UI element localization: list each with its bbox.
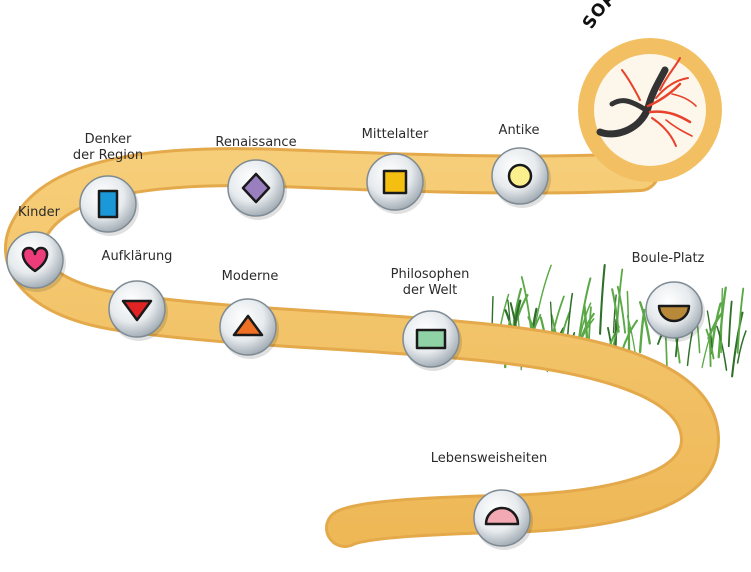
station-label-line: Lebensweisheiten	[431, 451, 547, 466]
grass-blade	[616, 285, 627, 334]
station-label-lebensweisheiten[interactable]: Lebensweisheiten	[431, 451, 547, 466]
station-symbol	[121, 299, 153, 322]
grass-blade	[731, 311, 744, 378]
sophi-park-logo: SOPHI PARK	[578, 0, 722, 182]
circle-icon	[507, 163, 533, 189]
station-label-mittelalter[interactable]: Mittelalter	[362, 127, 429, 142]
station-label-line: Mittelalter	[362, 127, 429, 142]
station-label-line: Denker	[85, 132, 132, 147]
station-label-aufklaerung[interactable]: Aufklärung	[102, 249, 173, 264]
station-symbol	[415, 328, 447, 350]
station-label-antike[interactable]: Antike	[499, 123, 540, 138]
grass-blade	[705, 328, 715, 360]
grass-blade	[736, 330, 747, 364]
station-symbol	[657, 304, 691, 323]
half-down-icon	[657, 304, 691, 323]
station-label-line: Antike	[499, 123, 540, 138]
grass-blade	[638, 301, 651, 345]
station-mittelalter[interactable]: Mittelalter	[362, 127, 429, 214]
grass-blade	[736, 287, 745, 354]
station-moderne[interactable]: Moderne	[219, 269, 279, 359]
station-label-renaissance[interactable]: Renaissance	[215, 135, 296, 150]
brand-title-arc: SOPHI PARK	[579, 0, 695, 33]
station-symbol	[21, 246, 49, 273]
station-label-line: Boule-Platz	[632, 251, 705, 266]
station-label-line: der Region	[73, 148, 143, 163]
heart-icon	[21, 246, 49, 273]
brand-title: SOPHI PARK	[579, 0, 695, 33]
tall-rect-icon	[97, 189, 119, 219]
station-label-line: Renaissance	[215, 135, 296, 150]
grass-blade	[701, 316, 719, 369]
station-label-kinder[interactable]: Kinder	[18, 205, 61, 220]
station-label-line: Moderne	[222, 269, 279, 284]
station-symbol	[382, 169, 408, 195]
station-symbol	[241, 172, 271, 204]
diamond-icon	[241, 172, 271, 204]
square-icon	[382, 169, 408, 195]
half-up-icon	[484, 506, 520, 526]
grass-blade	[706, 310, 713, 348]
station-label-boule[interactable]: Boule-Platz	[632, 251, 705, 266]
station-label-line: Philosophen	[391, 267, 470, 282]
station-kinder[interactable]: Kinder	[6, 205, 66, 292]
grass-blade	[720, 287, 724, 354]
station-boule[interactable]: Boule-Platz	[632, 251, 705, 342]
tree-icon	[596, 57, 697, 147]
grass-blade	[612, 294, 617, 334]
station-symbol	[484, 506, 520, 526]
station-renaissance[interactable]: Renaissance	[215, 135, 297, 220]
station-aufklaerung[interactable]: Aufklärung	[102, 249, 173, 341]
grass-blade	[716, 325, 728, 371]
station-symbol	[97, 189, 119, 219]
station-label-line: der Welt	[403, 283, 458, 298]
wide-rect-icon	[415, 328, 447, 350]
grass-blade	[727, 300, 733, 348]
winding-path	[4, 147, 721, 548]
station-label-line: Aufklärung	[102, 249, 173, 264]
station-symbol	[507, 163, 533, 189]
station-antike[interactable]: Antike	[491, 123, 551, 208]
grass-blade	[638, 308, 646, 354]
down-triangle-icon	[121, 299, 153, 322]
station-symbol	[232, 314, 264, 337]
station-label-line: Kinder	[18, 205, 61, 220]
up-triangle-icon	[232, 314, 264, 337]
station-label-moderne[interactable]: Moderne	[222, 269, 279, 284]
grass-blade	[626, 290, 630, 332]
grass-blade	[599, 263, 606, 335]
station-lebensweisheiten[interactable]: Lebensweisheiten	[431, 451, 547, 550]
